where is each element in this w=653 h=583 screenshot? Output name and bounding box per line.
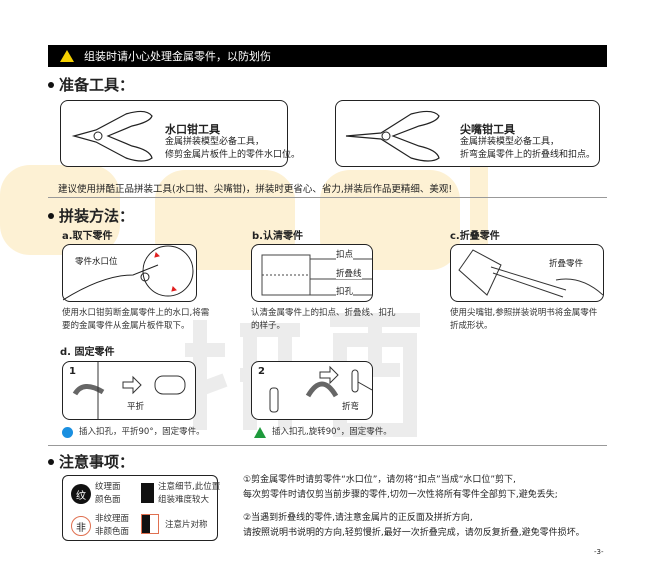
flat-fold-icon — [72, 362, 186, 419]
heading-text: 拼装方法： — [59, 207, 135, 225]
fix-caption: 插入扣孔,旋转90°，固定零件。 — [254, 426, 392, 439]
heading-text: 注意事项： — [59, 453, 135, 471]
legend-text: 注意片对称 — [165, 520, 208, 530]
fix-panel-2: 2 折弯 — [251, 361, 373, 420]
divider — [48, 445, 607, 446]
folding-part-icon — [458, 249, 603, 298]
blue-circle-icon — [62, 427, 73, 438]
green-triangle-icon — [254, 427, 266, 438]
step-c-illustration: 折叠零件 — [450, 244, 604, 302]
step-caption: 使用尖嘴钳,参照拼装说明书将金属零件折成形状。 — [450, 308, 598, 331]
tool-title: 水口钳工具 — [165, 123, 220, 136]
illustration-label: 零件水口位 — [75, 257, 118, 267]
illustration-label: 平折 — [127, 402, 145, 412]
panel-number: 2 — [258, 366, 265, 377]
step-b-illustration: 扣点 折叠线 扣孔 — [251, 244, 373, 302]
tool-suggestion: 建议使用拼酷正品拼装工具(水口钳、尖嘴钳)，拼装时更省心、省力,拼装后作品更精细… — [58, 184, 453, 195]
twist-fold-icon — [269, 365, 372, 413]
legend-text: 非纹理面非颜色面 — [95, 514, 130, 537]
tool-desc: 金属拼装模型必备工具， — [165, 137, 265, 147]
tool-card-cutter: 水口钳工具 金属拼装模型必备工具， 修剪金属片板件上的零件水口位。 — [60, 100, 300, 167]
side-cutter-icon — [71, 110, 153, 162]
illustration-label: 扣孔 — [336, 285, 354, 297]
step-a-illustration: 零件水口位 — [62, 244, 197, 302]
note-item: ②当遇到折叠线的零件,请注意金属片的正反面及拼折方向,请按照说明书说明的方向,轻… — [243, 513, 585, 538]
illustration-label: 折弯 — [342, 402, 360, 412]
warning-banner: 组装时请小心处理金属零件，以防划伤 — [48, 45, 607, 67]
cutting-sprue-icon — [63, 245, 194, 301]
tool-card-pliers: 尖嘴钳工具 金属拼装模型必备工具， 折弯金属零件上的折叠线和扣点。 — [335, 100, 600, 167]
step-title: a.取下零件 — [62, 231, 113, 242]
divider — [48, 197, 607, 198]
tool-title: 尖嘴钳工具 — [460, 123, 515, 136]
tool-desc: 金属拼装模型必备工具， — [460, 137, 560, 147]
panel-number: 1 — [69, 366, 76, 377]
fix-caption: 插入扣孔，平折90°，固定零件。 — [62, 426, 205, 439]
illustration-label: 扣点 — [336, 248, 354, 260]
illustration-label: 折叠零件 — [549, 259, 584, 269]
fix-panel-1: 1 平折 — [62, 361, 196, 420]
page-number: -3- — [594, 548, 604, 556]
symmetry-icon — [141, 514, 159, 534]
fix-title: d. 固定零件 — [60, 347, 115, 358]
method-heading: 拼装方法： — [48, 205, 134, 226]
note-item: ①剪金属零件时请剪零件“水口位”，请勿将“扣点”当成“水口位”剪下,每次剪零件时… — [243, 475, 558, 500]
non-texture-side-icon: 非 — [71, 516, 91, 536]
warning-text: 组装时请小心处理金属零件，以防划伤 — [84, 50, 271, 63]
step-title: b.认清零件 — [252, 231, 303, 242]
tool-desc: 修剪金属片板件上的零件水口位。 — [165, 150, 301, 160]
step-caption: 使用水口钳剪断金属零件上的水口,将需要的金属零件从金属片板件取下。 — [62, 308, 210, 331]
legend-box: 纹 纹理面颜色面 注意细节,此位置组装难度较大 非 非纹理面非颜色面 注意片对称 — [62, 475, 221, 541]
tool-desc: 折弯金属零件上的折叠线和扣点。 — [460, 150, 596, 160]
watermark-shape — [182, 313, 420, 437]
notes-heading: 注意事项： — [48, 451, 134, 472]
needle-nose-pliers-icon — [345, 110, 440, 162]
heading-text: 准备工具： — [59, 76, 135, 94]
texture-side-icon: 纹 — [71, 484, 91, 504]
illustration-label: 折叠线 — [336, 267, 362, 279]
step-caption: 认清金属零件上的扣点、折叠线、扣孔的样子。 — [251, 308, 396, 331]
watermark — [0, 165, 120, 255]
legend-text: 纹理面颜色面 — [95, 482, 121, 505]
step-title: c.折叠零件 — [450, 231, 500, 242]
warning-icon — [60, 50, 74, 62]
tools-heading: 准备工具： — [48, 74, 134, 95]
attention-detail-icon — [141, 483, 154, 503]
legend-text: 注意细节,此位置组装难度较大 — [158, 482, 221, 505]
